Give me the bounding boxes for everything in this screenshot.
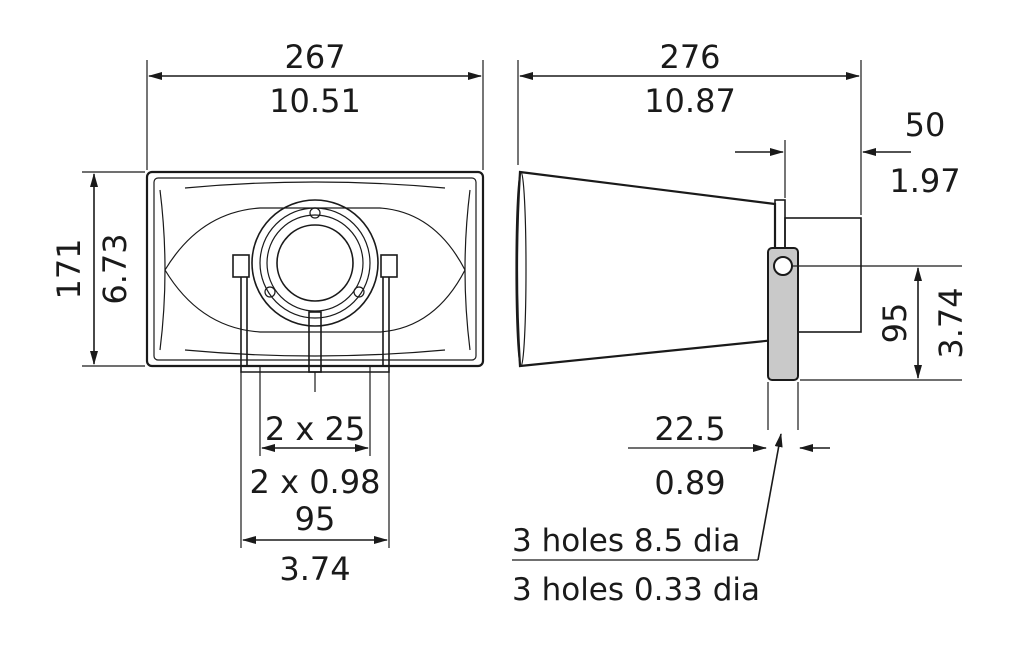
side-length-mm: 276 [659,38,720,76]
front-width-mm: 267 [284,38,345,76]
bracket-width-dimension: 95 3.74 [242,500,388,588]
flange-screw-right [353,286,365,298]
front-height-mm: 171 [50,238,88,299]
front-width-in: 10.51 [269,82,361,120]
bracket-thickness-mm: 22.5 [654,410,725,448]
rear-depth-dimension: 50 1.97 [735,106,961,200]
front-width-dimension: 267 10.51 [146,38,484,170]
bracket-width-mm: 95 [295,500,336,538]
mount-height-mm: 95 [876,303,914,344]
bracket-width-in: 3.74 [279,550,350,588]
bracket-pivot [773,256,793,276]
holes-callout: 3 holes 8.5 dia 3 holes 0.33 dia [512,433,783,608]
horn-side-body [515,170,777,368]
mount-height-dimension: 95 3.74 [792,265,970,381]
driver-flange-inner [266,214,364,312]
bracket-thickness-dimension: 22.5 0.89 [628,382,830,502]
front-view [145,170,485,548]
front-height-dimension: 171 6.73 [50,171,145,367]
side-length-dimension: 276 10.87 [517,38,862,215]
horn-mouth-inner-rim [153,177,477,361]
mounting-bracket-side [767,247,799,381]
side-view [515,170,862,381]
horn-flare-lines [159,181,471,357]
flange-screw-left [264,286,276,298]
rear-depth-mm: 50 [905,106,946,144]
side-length-in: 10.87 [644,82,736,120]
front-height-in: 6.73 [96,233,134,304]
slot-pitch-mm: 2 x 25 [265,410,365,448]
driver-throat [276,224,354,302]
slot-pitch-in: 2 x 0.98 [250,463,381,501]
slot-pitch-dimension: 2 x 25 2 x 0.98 [250,410,381,501]
flange-screw-top [309,207,321,219]
horn-mouth-outline [145,170,485,368]
rear-depth-in: 1.97 [889,162,960,200]
driver-flange-outer [251,199,379,327]
holes-note-mm: 3 holes 8.5 dia [512,523,740,559]
mount-height-in: 3.74 [932,287,970,358]
bracket-thickness-in: 0.89 [654,464,725,502]
holes-note-in: 3 holes 0.33 dia [512,572,760,608]
horn-mouth-rim-side [515,171,527,367]
horn-throat-lens [164,207,466,333]
